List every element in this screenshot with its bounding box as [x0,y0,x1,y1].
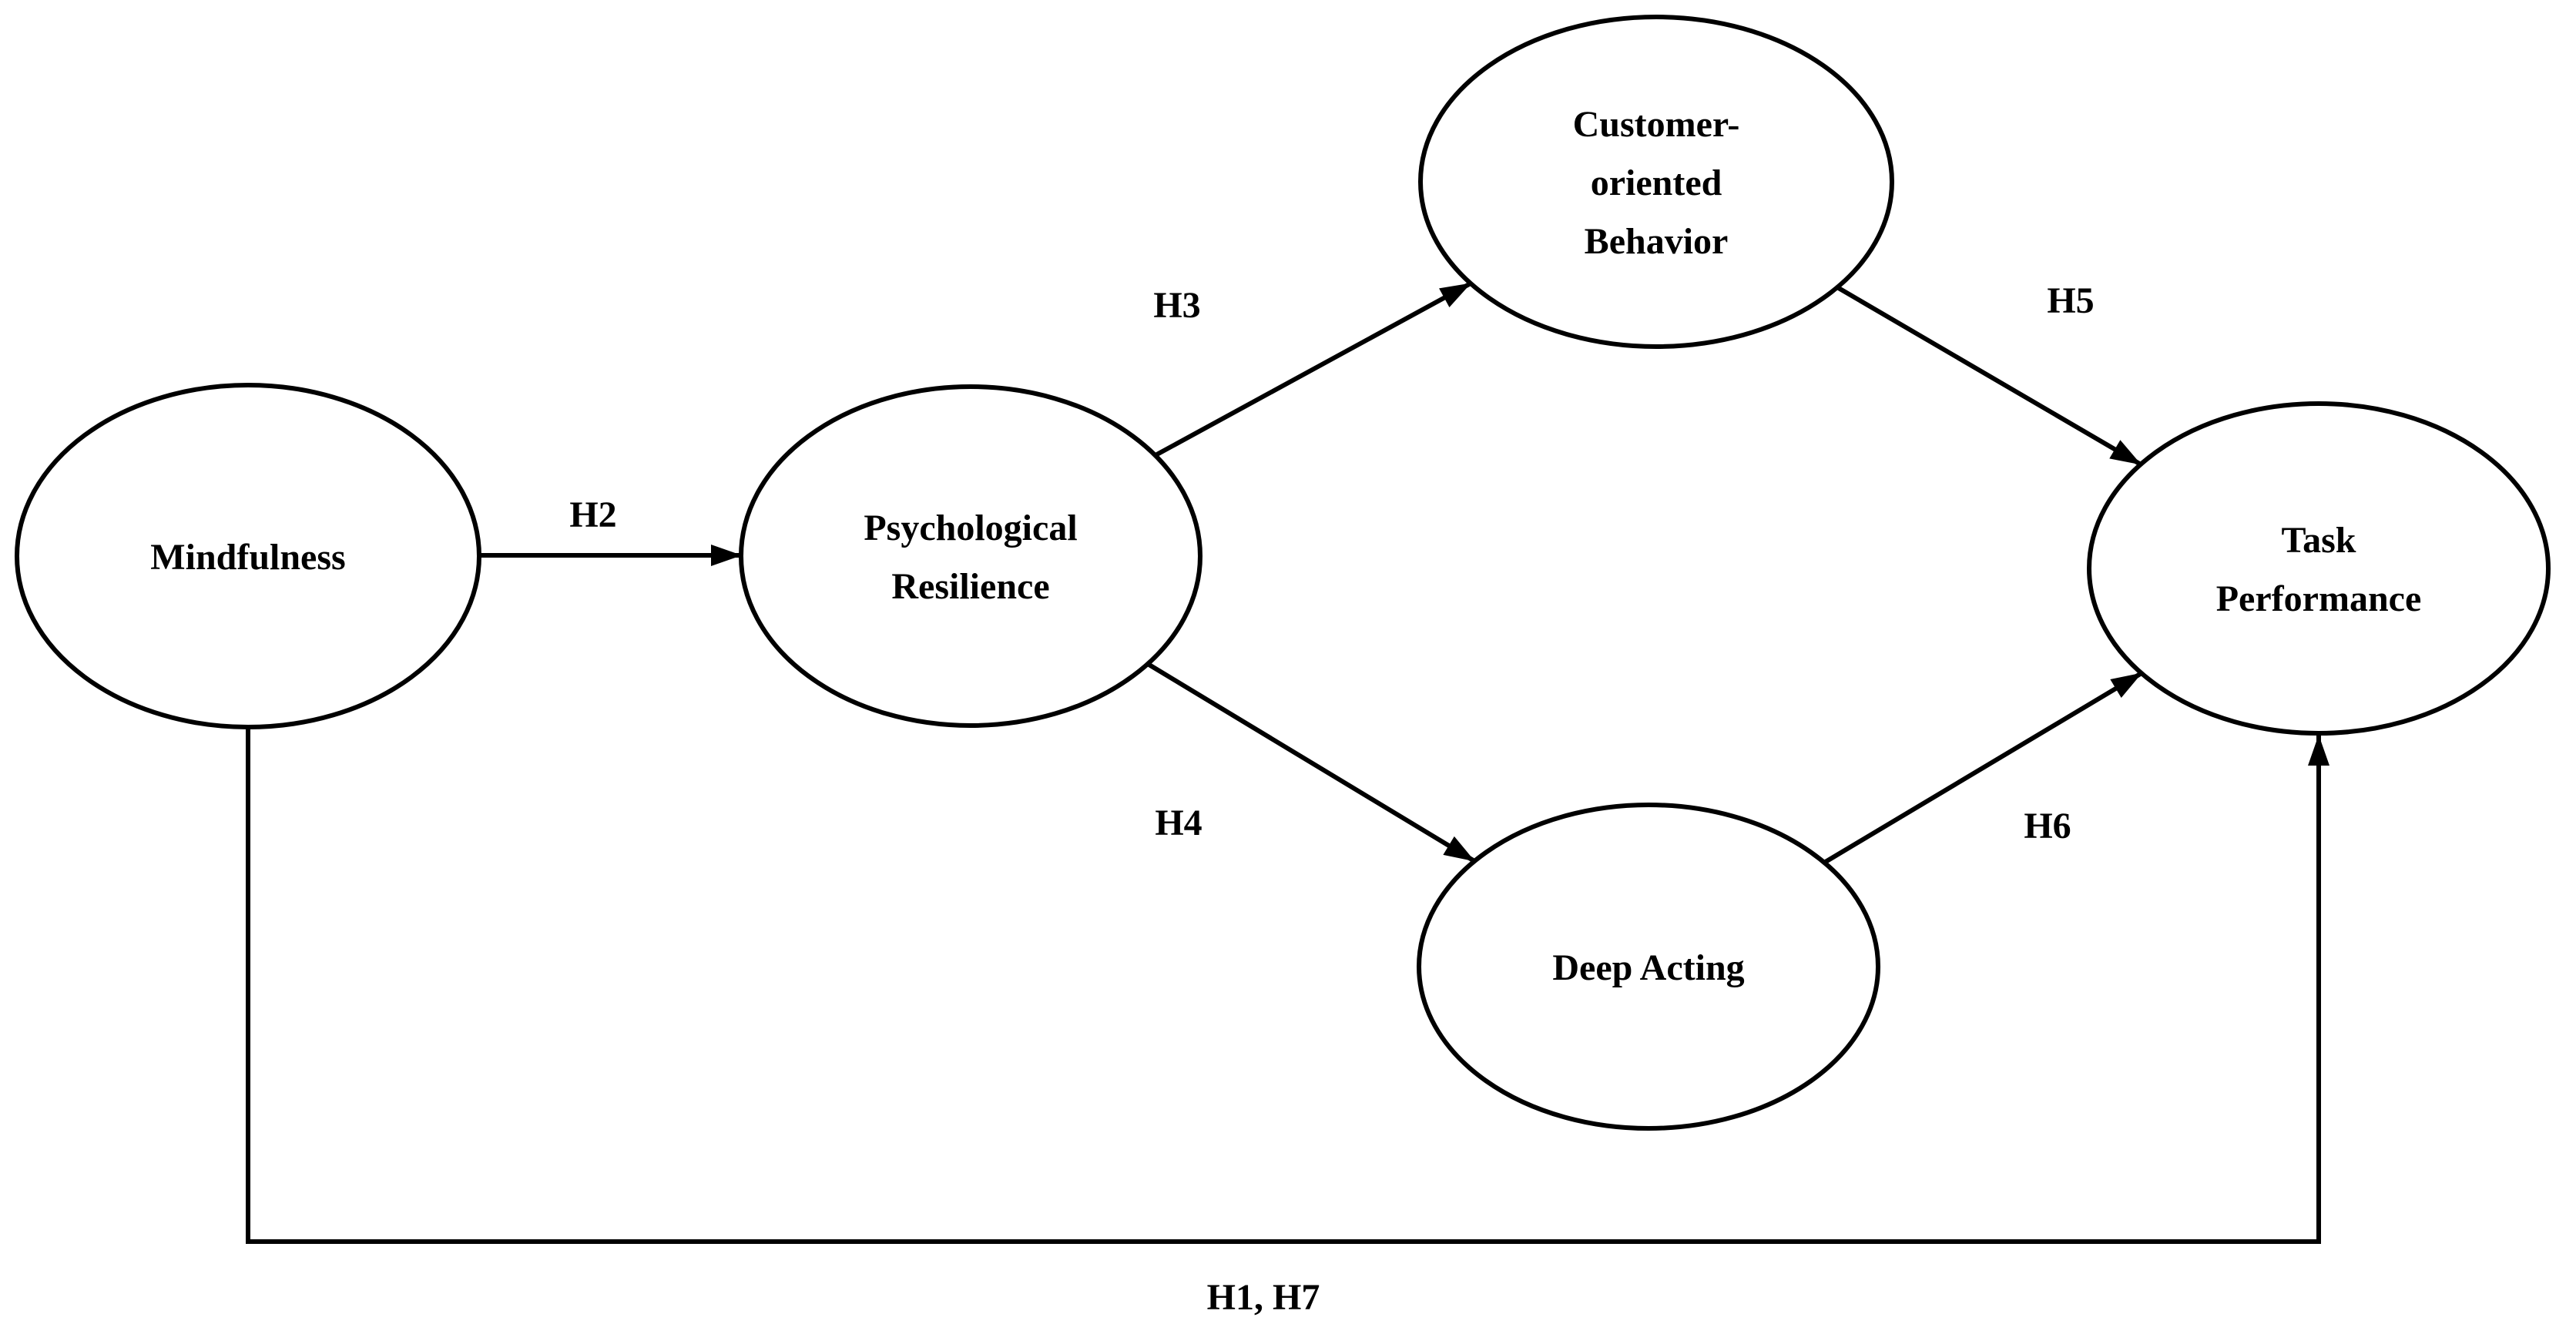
edge-h1-h7-arrow [246,727,2329,1244]
edge-h1-h7-label: H1, H7 [1207,1277,1320,1318]
edge-h6: H6 [1823,671,2143,865]
psychological-resilience-label-line2: Resilience [891,566,1049,607]
edge-h1-h7: H1, H7 [246,727,2329,1318]
psychological-resilience-label-line1: Psychological [864,508,1077,548]
edge-h4-arrow [1146,662,1476,863]
edge-h5: H5 [1836,280,2142,467]
task-performance-ellipse [2087,401,2551,736]
deep-acting-ellipse [1417,803,1880,1131]
edge-h4-label: H4 [1155,803,1202,843]
node-task-performance: Task Performance [2087,401,2551,736]
node-customer-oriented-behavior: Customer- oriented Behavior [1418,15,1894,349]
node-mindfulness: Mindfulness [15,383,481,729]
node-deep-acting: Deep Acting [1417,803,1880,1131]
deep-acting-label: Deep Acting [1552,947,1744,988]
edge-h3-arrow [1154,281,1472,458]
node-psychological-resilience: Psychological Resilience [739,384,1202,728]
edge-h3: H3 [1153,281,1472,458]
edge-h6-label: H6 [2024,806,2071,846]
psychological-resilience-ellipse [739,384,1202,728]
edge-h6-arrow [1823,671,2143,865]
customer-oriented-behavior-ellipse [1418,15,1894,349]
edge-h4: H4 [1146,662,1476,863]
edge-h5-label: H5 [2047,280,2094,321]
task-performance-label-line1: Task [2282,520,2356,561]
edge-h2-label: H2 [569,494,616,535]
mindfulness-label: Mindfulness [150,537,345,578]
edge-h2: H2 [479,494,742,566]
edge-h3-label: H3 [1153,285,1200,326]
customer-oriented-behavior-label-line2: oriented [1591,163,1722,203]
edge-h5-arrow [1836,285,2142,467]
customer-oriented-behavior-label-line3: Behavior [1585,221,1729,262]
customer-oriented-behavior-label-line1: Customer- [1573,104,1740,145]
task-performance-label-line2: Performance [2216,578,2422,619]
